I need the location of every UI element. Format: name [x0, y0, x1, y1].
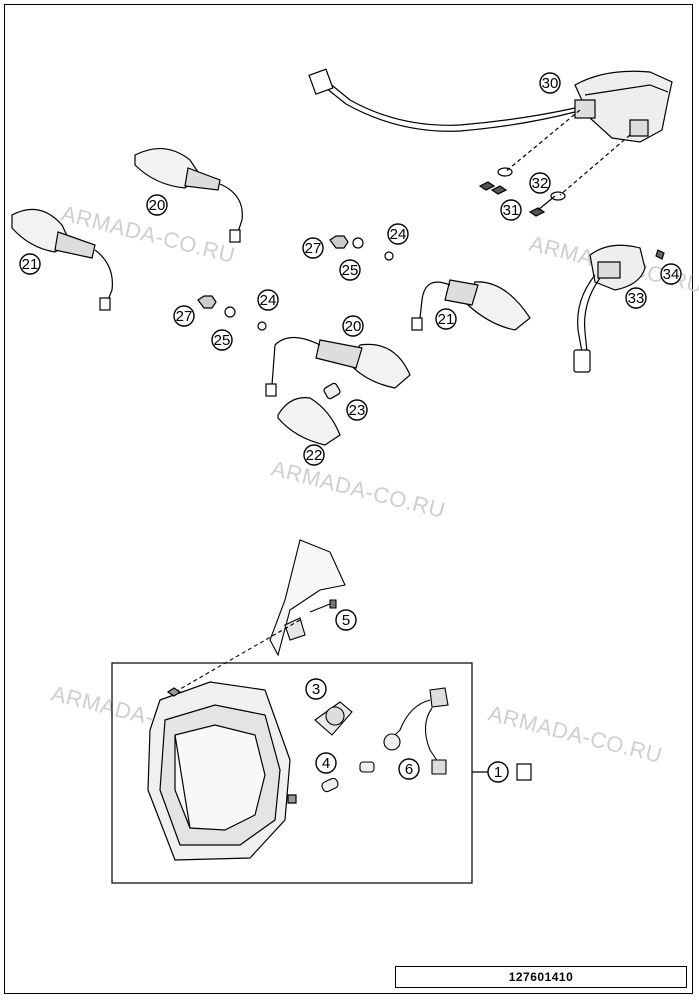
headlight-wiring-6: [359, 687, 449, 775]
watermark-5: ARMADA-CO.RU: [486, 701, 665, 768]
callout-23-label: 23: [349, 402, 366, 419]
callout-33-label: 33: [628, 290, 645, 307]
callout-24-top: 24: [387, 223, 409, 245]
turn-signal-20-center: [265, 336, 411, 397]
headlight-mask-bracket: [174, 539, 346, 693]
callout-31: 31: [500, 199, 522, 221]
callout-6-label: 6: [405, 761, 413, 778]
callout-34-label: 34: [663, 266, 680, 283]
nuts-washers: [197, 235, 394, 331]
quantity-box: [516, 763, 532, 781]
callout-5: 5: [335, 609, 357, 631]
callout-23: 23: [346, 399, 368, 421]
turn-signal-21-right: [411, 279, 531, 331]
callout-25-left-label: 25: [214, 332, 231, 349]
callout-24-left-label: 24: [260, 292, 277, 309]
callout-20-top: 20: [146, 194, 168, 216]
callout-21-left: 21: [19, 253, 41, 275]
callout-5-label: 5: [342, 612, 350, 629]
callout-32-label: 32: [532, 175, 549, 192]
callout-20-center-label: 20: [345, 318, 362, 335]
callout-25-top: 25: [339, 259, 361, 281]
callout-1-label: 1: [494, 764, 502, 781]
callout-22: 22: [303, 444, 325, 466]
callout-25-top-label: 25: [342, 262, 359, 279]
callout-4: 4: [315, 752, 337, 774]
callout-21-right-label: 21: [438, 311, 455, 328]
headlight: [147, 681, 297, 861]
callout-3: 3: [305, 678, 327, 700]
headlight-assembly-box: [111, 662, 473, 884]
callout-24-left: 24: [257, 289, 279, 311]
callout-1: 1: [487, 761, 509, 783]
callout-6: 6: [398, 758, 420, 780]
drawing-number: 127601410: [395, 966, 687, 988]
bulb-23: [323, 382, 341, 400]
callout-20-top-label: 20: [149, 197, 166, 214]
license-plate-light: [573, 244, 665, 373]
callout-24-top-label: 24: [390, 226, 407, 243]
diagram-border: [4, 4, 693, 994]
callout-32: 32: [529, 172, 551, 194]
callout-21-right: 21: [435, 308, 457, 330]
callout-27-left-label: 27: [176, 308, 193, 325]
callout-22-label: 22: [306, 447, 323, 464]
callout-33: 33: [625, 287, 647, 309]
callout-4-label: 4: [322, 755, 330, 772]
watermark-3: ARMADA-CO.RU: [269, 456, 448, 523]
callout-21-left-label: 21: [22, 256, 39, 273]
watermarks: ARMADA-CO.RU ARMADA-CO.RU ARMADA-CO.RU A…: [49, 201, 699, 768]
turn-signal-lens-22: [277, 397, 341, 446]
headlight-bulb-3: [314, 701, 353, 736]
callout-30: 30: [539, 72, 561, 94]
turn-signal-21-top: [11, 208, 113, 311]
callout-25-left: 25: [211, 329, 233, 351]
callout-27-left: 27: [173, 305, 195, 327]
callout-27-top-label: 27: [305, 240, 322, 257]
callouts: 1 3 4 5 6 20 20 21 21 22 23 24 24 25 25 …: [19, 72, 682, 783]
position-bulb-4: [321, 777, 339, 793]
callout-30-label: 30: [542, 75, 559, 92]
callout-20-center: 20: [342, 315, 364, 337]
callout-27-top: 27: [302, 237, 324, 259]
tail-light-assembly: [308, 68, 673, 217]
turn-signal-20-top: [134, 148, 243, 243]
callout-3-label: 3: [312, 681, 320, 698]
callout-31-label: 31: [503, 202, 520, 219]
callout-34: 34: [660, 263, 682, 285]
